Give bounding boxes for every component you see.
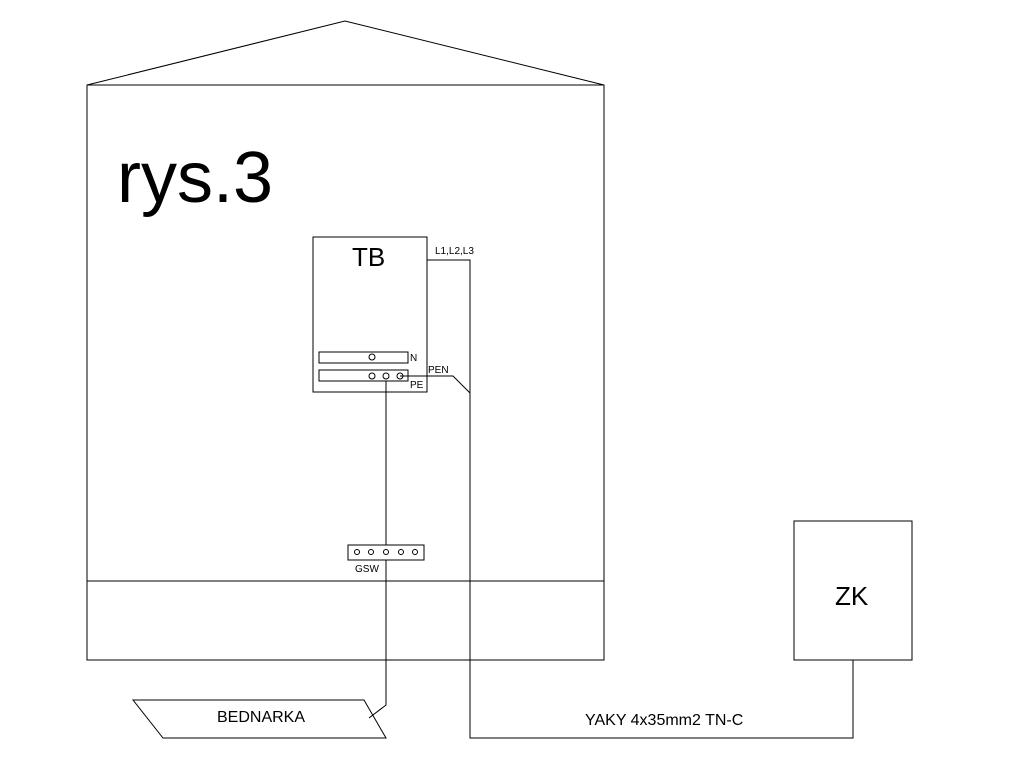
pe-busbar-terminal-1	[368, 372, 376, 380]
cable-label: YAKY 4x35mm2 TN-C	[585, 712, 743, 729]
pe-label: PE	[410, 380, 424, 391]
n-label: N	[410, 353, 417, 364]
tb-switchboard	[312, 236, 428, 393]
bednarka-strip	[131, 699, 387, 739]
pe-busbar-terminal-2	[382, 372, 390, 380]
n-busbar	[318, 351, 409, 364]
pen-label: PEN	[428, 365, 449, 376]
gsw-terminal-3	[383, 549, 389, 555]
pen-conductor-line	[400, 375, 471, 394]
tb-label: TB	[352, 242, 385, 272]
gsw-terminal-5	[412, 549, 418, 555]
bednarka-label: BEDNARKA	[217, 709, 305, 726]
building-outline	[86, 84, 605, 661]
phases-label: L1,L2,L3	[435, 246, 474, 257]
gsw-terminal-2	[368, 549, 374, 555]
gsw-terminal-4	[398, 549, 404, 555]
n-busbar-terminal	[368, 353, 376, 361]
gsw-label: GSW	[355, 564, 379, 575]
phase-conductors-line	[427, 259, 854, 739]
zk-label: ZK	[835, 581, 869, 611]
gsw-terminal-1	[354, 549, 360, 555]
zk-connection-box	[793, 520, 913, 661]
building-roof	[86, 20, 605, 86]
drawing-title: rys.3	[117, 138, 273, 218]
gsw-to-bednarka-conductor	[368, 560, 387, 719]
pe-busbar	[318, 369, 409, 382]
